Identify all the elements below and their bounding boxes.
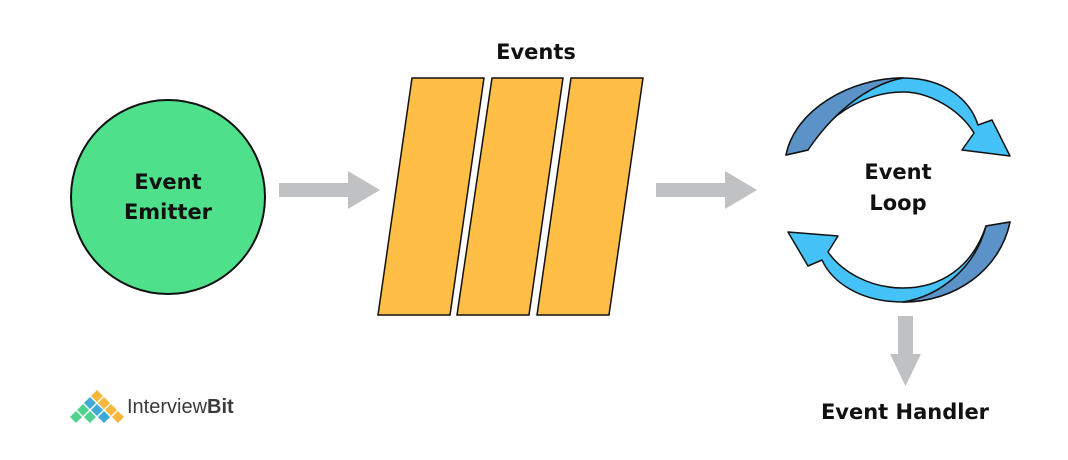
emitter-label-line2: Emitter bbox=[123, 200, 213, 224]
loop-label-line1: Event bbox=[864, 160, 932, 184]
interviewbit-logo-text: InterviewBit bbox=[127, 396, 234, 419]
logo-text-part1: Interview bbox=[127, 396, 208, 418]
event-queue bbox=[377, 77, 644, 316]
event-emitter-node bbox=[70, 99, 266, 295]
event-handler-label: Event Handler bbox=[820, 400, 990, 424]
logo-text-part2: Bit bbox=[207, 396, 234, 418]
event-block-1 bbox=[377, 77, 485, 316]
loop-cycle-icon bbox=[785, 77, 1011, 303]
event-block-2 bbox=[456, 77, 564, 316]
emitter-label: Event Emitter bbox=[88, 167, 248, 227]
arrow-loop-to-handler bbox=[890, 316, 921, 386]
events-title: Events bbox=[496, 40, 576, 64]
interviewbit-logo-icon bbox=[70, 390, 124, 423]
emitter-label-line1: Event bbox=[134, 170, 202, 194]
arrow-emitter-to-queue bbox=[279, 171, 380, 209]
loop-label: Event Loop bbox=[838, 157, 958, 219]
event-block-3 bbox=[536, 77, 644, 316]
loop-label-line2: Loop bbox=[869, 191, 927, 215]
arrow-queue-to-loop bbox=[656, 171, 757, 209]
